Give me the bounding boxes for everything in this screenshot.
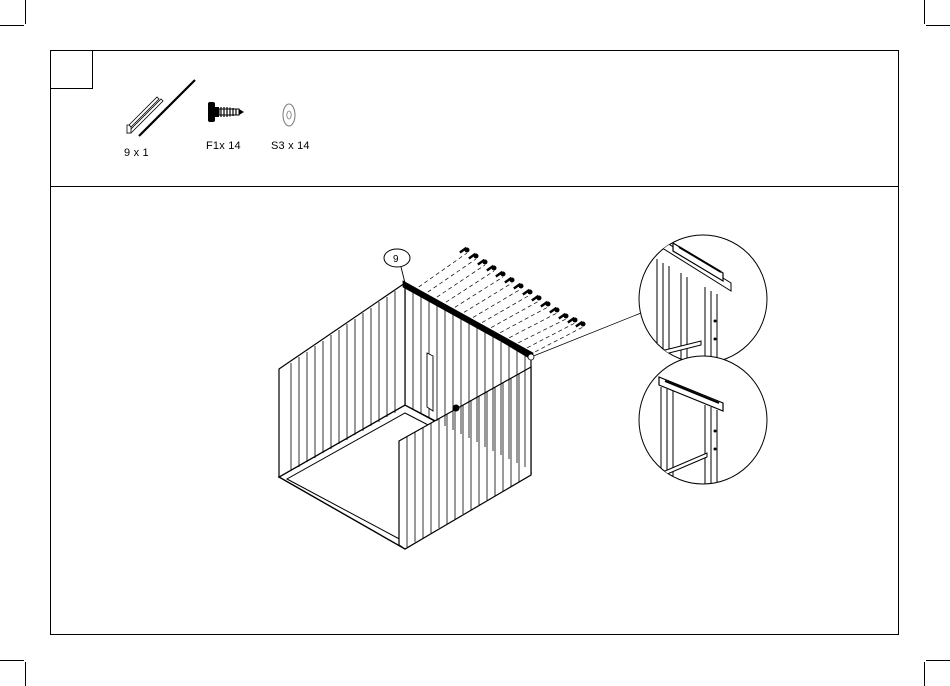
crop-mark-top-left-v: [25, 0, 26, 24]
instruction-page: 9 x 1 F1x 14 S3 x 14: [50, 50, 899, 635]
crop-mark-top-right-v: [924, 0, 925, 24]
crop-mark-bottom-right-h: [926, 660, 950, 661]
crop-mark-bottom-left-h: [0, 660, 24, 661]
part-callout-number: 9: [393, 254, 399, 265]
crop-mark-bottom-right-v: [924, 662, 925, 686]
crop-mark-bottom-left-v: [25, 662, 26, 686]
crop-mark-top-right-h: [926, 25, 950, 26]
crop-mark-top-left-h: [0, 25, 24, 26]
detail-view-top: [639, 233, 767, 371]
detail-view-bottom: [639, 356, 767, 491]
shed-assembly-drawing: 9: [51, 51, 898, 634]
